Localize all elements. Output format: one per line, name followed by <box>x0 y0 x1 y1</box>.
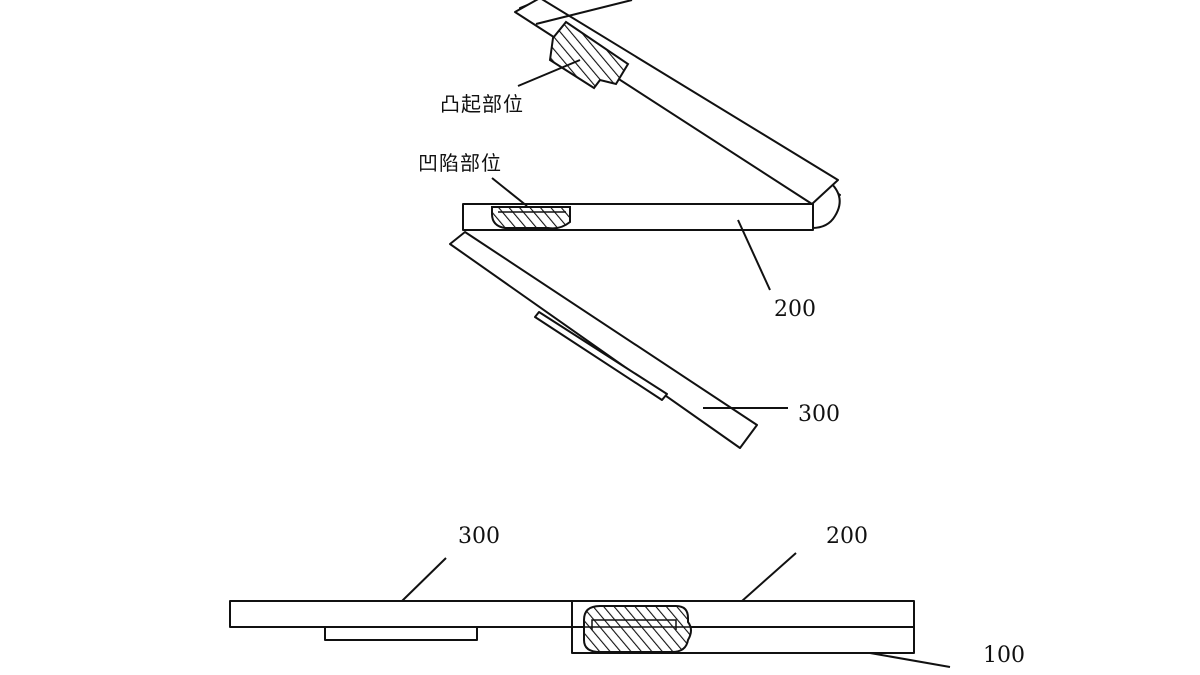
label-fig2-300: 300 <box>458 524 500 549</box>
label-fig2-200: 200 <box>826 524 868 549</box>
panel-300-flat-slot <box>324 626 478 641</box>
joint-block <box>583 605 692 653</box>
label-top-100: 100 <box>640 0 682 2</box>
leader-fig1-200 <box>737 219 771 291</box>
leader-fig2-300 <box>401 557 447 602</box>
label-protrusion: 凸起部位 <box>440 92 524 116</box>
figure-flat: 300 200 100 <box>229 524 1025 668</box>
panel-300-flat <box>229 600 573 628</box>
panel-300-slot <box>534 311 668 401</box>
figure-folding: 100 凸起部位 凹陷部位 200 300 <box>418 0 841 449</box>
label-fig2-100: 100 <box>983 643 1025 668</box>
label-recess: 凹陷部位 <box>418 151 502 175</box>
label-fig1-300: 300 <box>798 402 840 427</box>
leader-top-100 <box>535 0 633 25</box>
protrusion-block <box>548 20 630 90</box>
leader-fig2-100 <box>869 652 951 668</box>
leader-fig2-200 <box>741 552 797 602</box>
leader-protrusion <box>517 59 581 87</box>
leader-recess <box>491 177 528 207</box>
panel-300-lower <box>449 231 758 449</box>
label-fig1-200: 200 <box>774 297 816 322</box>
joint-hook <box>591 619 677 630</box>
recess-block <box>491 206 571 230</box>
